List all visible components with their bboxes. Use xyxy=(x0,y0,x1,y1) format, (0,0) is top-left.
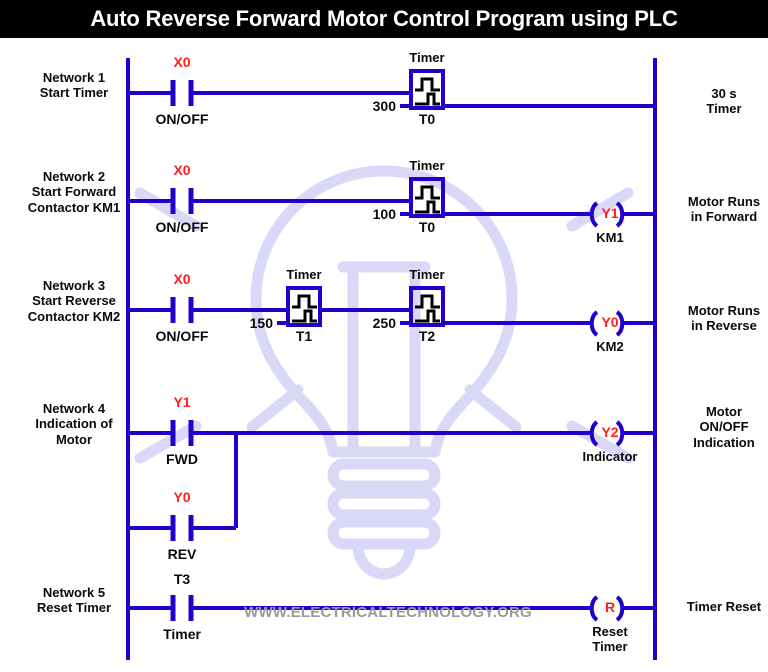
page-title: Auto Reverse Forward Motor Control Progr… xyxy=(90,6,678,31)
contact-tag-x0-n2: X0 xyxy=(173,162,191,178)
coil-tag-y1: Y1 xyxy=(601,205,619,221)
timer-block-name-t2: T2 xyxy=(418,328,436,344)
coil-tag-y0: Y0 xyxy=(601,314,619,330)
contact-tag-x0-n1: X0 xyxy=(173,54,191,70)
timer-block-top-n1: Timer xyxy=(409,50,445,65)
contact-tag-y1-n4: Y1 xyxy=(173,394,191,410)
network-label-4: Network 4 Indication of Motor xyxy=(35,401,113,447)
contact-sublabel-rev: REV xyxy=(167,546,197,562)
network-label-5: Network 5 Reset Timer xyxy=(36,585,112,616)
ladder-wiring xyxy=(126,58,657,660)
network-label-2: Network 2 Start Forward Contactor KM1 xyxy=(27,169,121,215)
contact-sublabel-timer: Timer xyxy=(163,626,201,642)
coil-tag-y2: Y2 xyxy=(601,424,619,440)
timer-block-name-n2: T0 xyxy=(418,219,436,235)
timer-block-top-t2: Timer xyxy=(409,267,445,282)
timer-preset-t1: 150 xyxy=(249,315,273,331)
network-note-5: Timer Reset xyxy=(686,599,762,614)
network-label-3: Network 3 Start Reverse Contactor KM2 xyxy=(27,278,121,324)
network-note-3: Motor Runs in Reverse xyxy=(687,303,761,334)
coil-sublabel-indicator: Indicator xyxy=(582,449,638,464)
contact-tag-y0-n4: Y0 xyxy=(173,489,191,505)
timer-block-name-n1: T0 xyxy=(418,111,436,127)
timer-preset-n2: 100 xyxy=(372,206,396,222)
coil-sublabel-reset-timer: Reset Timer xyxy=(592,624,628,655)
timer-block-name-t1: T1 xyxy=(295,328,313,344)
timer-preset-t2: 250 xyxy=(372,315,396,331)
watermark-url: WWW.ELECTRICALTECHNOLOGY.ORG xyxy=(244,604,532,621)
timer-block-top-n2: Timer xyxy=(409,158,445,173)
timer-preset-n1: 300 xyxy=(372,98,396,114)
timer-block-top-t1: Timer xyxy=(286,267,322,282)
network-note-1: 30 s Timer xyxy=(706,86,742,117)
contact-tag-t3: T3 xyxy=(173,571,191,587)
contact-tag-x0-n3: X0 xyxy=(173,271,191,287)
network-note-2: Motor Runs in Forward xyxy=(687,194,761,225)
coil-sublabel-km1: KM1 xyxy=(596,230,624,245)
contact-sublabel-n3: ON/OFF xyxy=(155,328,209,344)
network-label-1: Network 1 Start Timer xyxy=(39,70,109,101)
coil-tag-r: R xyxy=(604,599,616,615)
network-note-4: Motor ON/OFF Indication xyxy=(693,404,755,450)
coil-sublabel-km2: KM2 xyxy=(596,339,624,354)
contact-sublabel-n2: ON/OFF xyxy=(155,219,209,235)
ladder-diagram: Network 1 Start Timer X0 ON/OFF Timer T0… xyxy=(0,38,768,672)
contact-sublabel-n1: ON/OFF xyxy=(155,111,209,127)
title-bar: Auto Reverse Forward Motor Control Progr… xyxy=(0,0,768,38)
contact-sublabel-fwd: FWD xyxy=(166,451,198,467)
